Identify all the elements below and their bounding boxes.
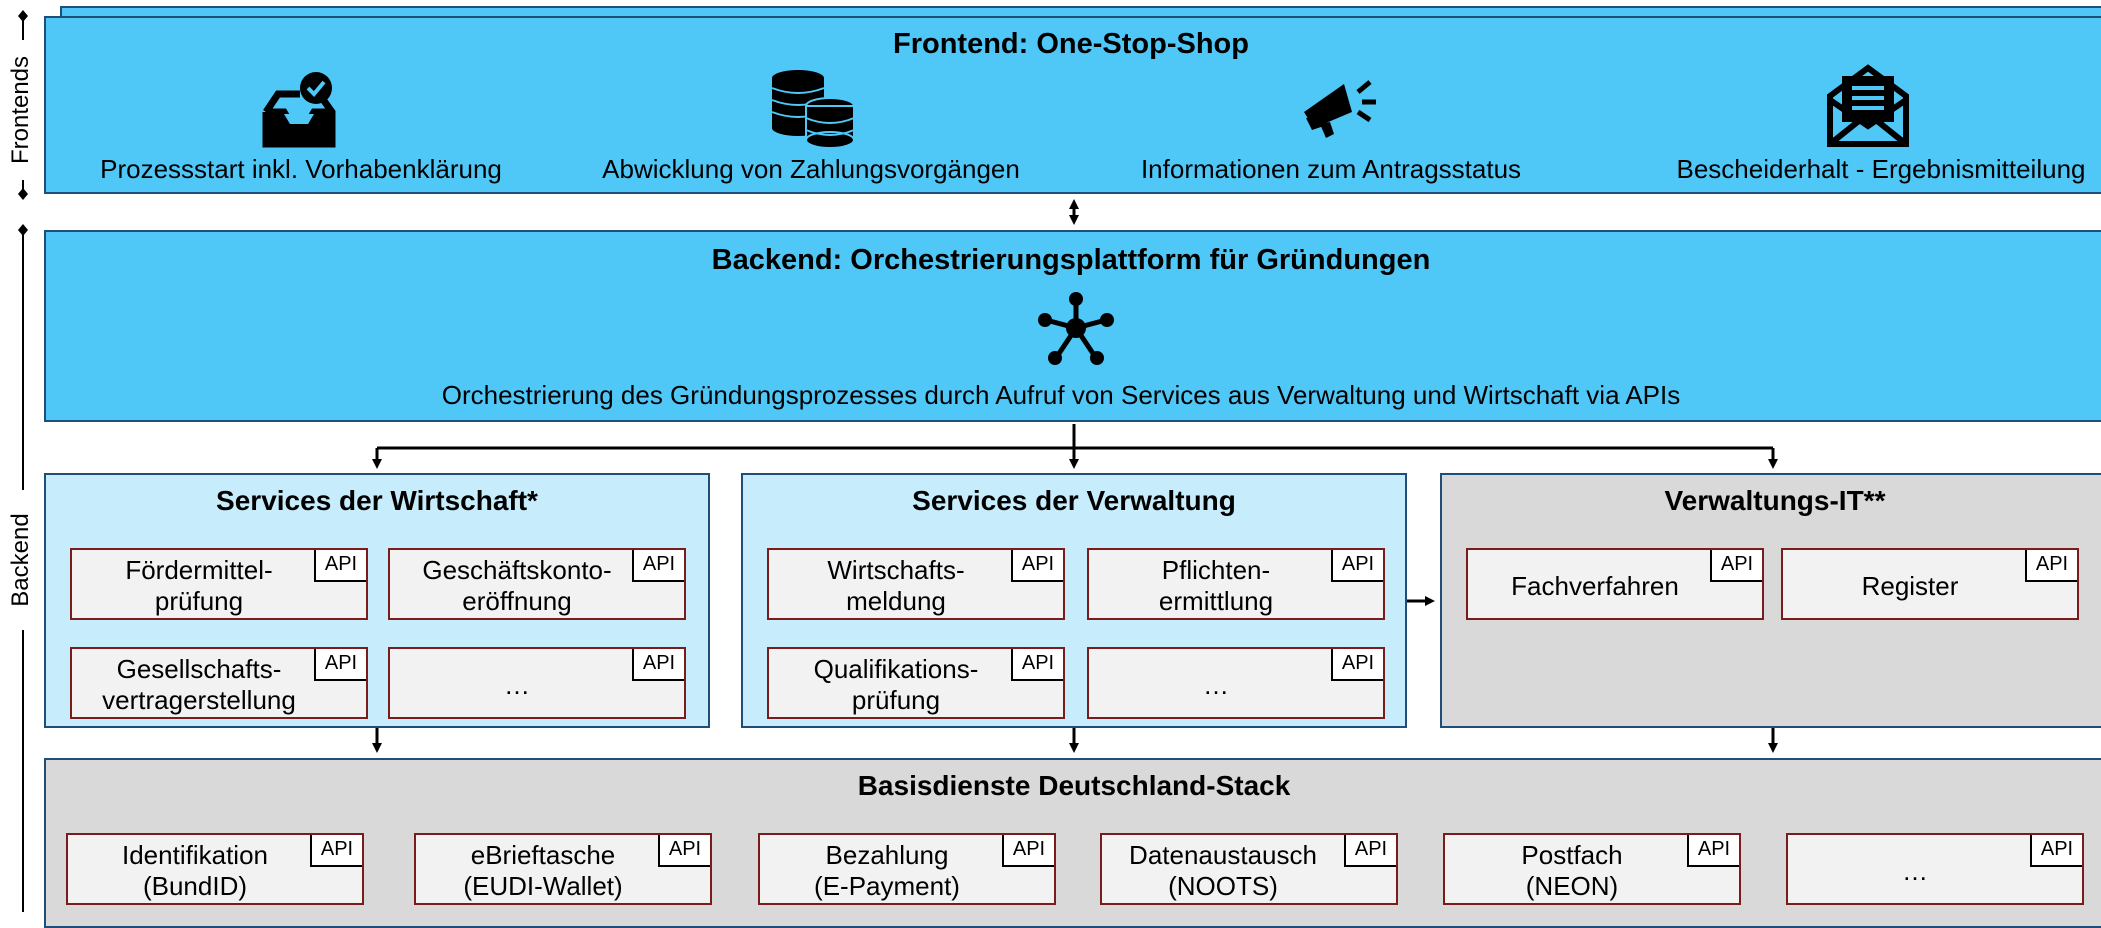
feature-label-zahlung: Abwicklung von Zahlungsvorgängen: [602, 154, 1020, 184]
api-badge: API: [2030, 835, 2082, 867]
backend-box: Backend: Orchestrierungsplattform für Gr…: [44, 230, 2101, 422]
basis-ebrieftasche: eBrieftasche (EUDI-Wallet) API: [414, 833, 712, 905]
group-verwaltung-title: Services der Verwaltung: [912, 485, 1236, 516]
backend-description: Orchestrierung des Gründungsprozesses du…: [441, 380, 1681, 410]
service-geschaeftskonto: Geschäftskonto- eröffnung API: [388, 548, 686, 620]
service-register: Register API: [1781, 548, 2079, 620]
coins-icon: [771, 70, 855, 148]
api-badge: API: [2025, 550, 2077, 582]
network-hub-icon: [1038, 292, 1114, 365]
api-badge: API: [1344, 835, 1396, 867]
basis-datenaustausch: Datenaustausch (NOOTS) API: [1100, 833, 1398, 905]
basis-postfach: Postfach (NEON) API: [1443, 833, 1741, 905]
backend-side-label: Backend: [7, 513, 34, 607]
group-verwaltung: Services der Verwaltung Wirtschafts- mel…: [741, 473, 1407, 728]
api-badge: API: [1011, 649, 1063, 681]
backend-title: Backend: Orchestrierungsplattform für Gr…: [711, 244, 1431, 276]
basis-more: … API: [1786, 833, 2084, 905]
feature-label-prozessstart: Prozessstart inkl. Vorhabenklärung: [100, 154, 502, 184]
service-wirtschaftsmeldung: Wirtschafts- meldung API: [767, 548, 1065, 620]
frontends-side-bracket: Frontends: [0, 0, 44, 200]
service-fachverfahren: Fachverfahren API: [1466, 548, 1764, 620]
basis-bezahlung: Bezahlung (E-Payment) API: [758, 833, 1056, 905]
api-badge: API: [1011, 550, 1063, 582]
api-badge: API: [658, 835, 710, 867]
group-wirtschaft-title: Services der Wirtschaft*: [216, 485, 538, 516]
service-qualifikationspruefung: Qualifikations- prüfung API: [767, 647, 1065, 719]
frontend-box: Frontend: One-Stop-Shop: [44, 6, 2101, 194]
api-badge: API: [314, 550, 366, 582]
api-badge: API: [1710, 550, 1762, 582]
group-verwaltungs-it: Verwaltungs-IT** Fachverfahren API Regis…: [1440, 473, 2101, 728]
group-wirtschaft: Services der Wirtschaft* Fördermittel- p…: [44, 473, 710, 728]
inbox-check-icon: [262, 72, 336, 148]
service-gesellschaftsvertrag: Gesellschafts- vertragerstellung API: [70, 647, 368, 719]
feature-label-antragsstatus: Informationen zum Antragsstatus: [1140, 154, 1522, 184]
api-badge: API: [632, 550, 684, 582]
megaphone-icon: [1304, 80, 1376, 138]
api-badge: API: [310, 835, 362, 867]
envelope-letter-icon: [1827, 64, 1909, 147]
basis-title: Basisdienste Deutschland-Stack: [857, 770, 1291, 801]
frontend-title: Frontend: One-Stop-Shop: [893, 28, 1249, 60]
frontends-side-label: Frontends: [7, 55, 34, 165]
basis-box: Basisdienste Deutschland-Stack Identifik…: [44, 758, 2101, 928]
api-badge: API: [1002, 835, 1054, 867]
service-foerdermittelpruefung: Fördermittel- prüfung API: [70, 548, 368, 620]
service-pflichtenermittlung: Pflichten- ermittlung API: [1087, 548, 1385, 620]
group-verwaltungs-it-title: Verwaltungs-IT**: [1664, 485, 1886, 516]
api-badge: API: [1331, 649, 1383, 681]
service-more-verwaltung: … API: [1087, 647, 1385, 719]
api-badge: API: [632, 649, 684, 681]
service-more-wirtschaft: … API: [388, 647, 686, 719]
backend-side-bracket: Backend: [0, 220, 44, 912]
api-badge: API: [1687, 835, 1739, 867]
api-badge: API: [314, 649, 366, 681]
feature-label-bescheid: Bescheiderhalt - Ergebnismitteilung: [1676, 154, 2086, 184]
basis-identifikation: Identifikation (BundID) API: [66, 833, 364, 905]
api-badge: API: [1331, 550, 1383, 582]
